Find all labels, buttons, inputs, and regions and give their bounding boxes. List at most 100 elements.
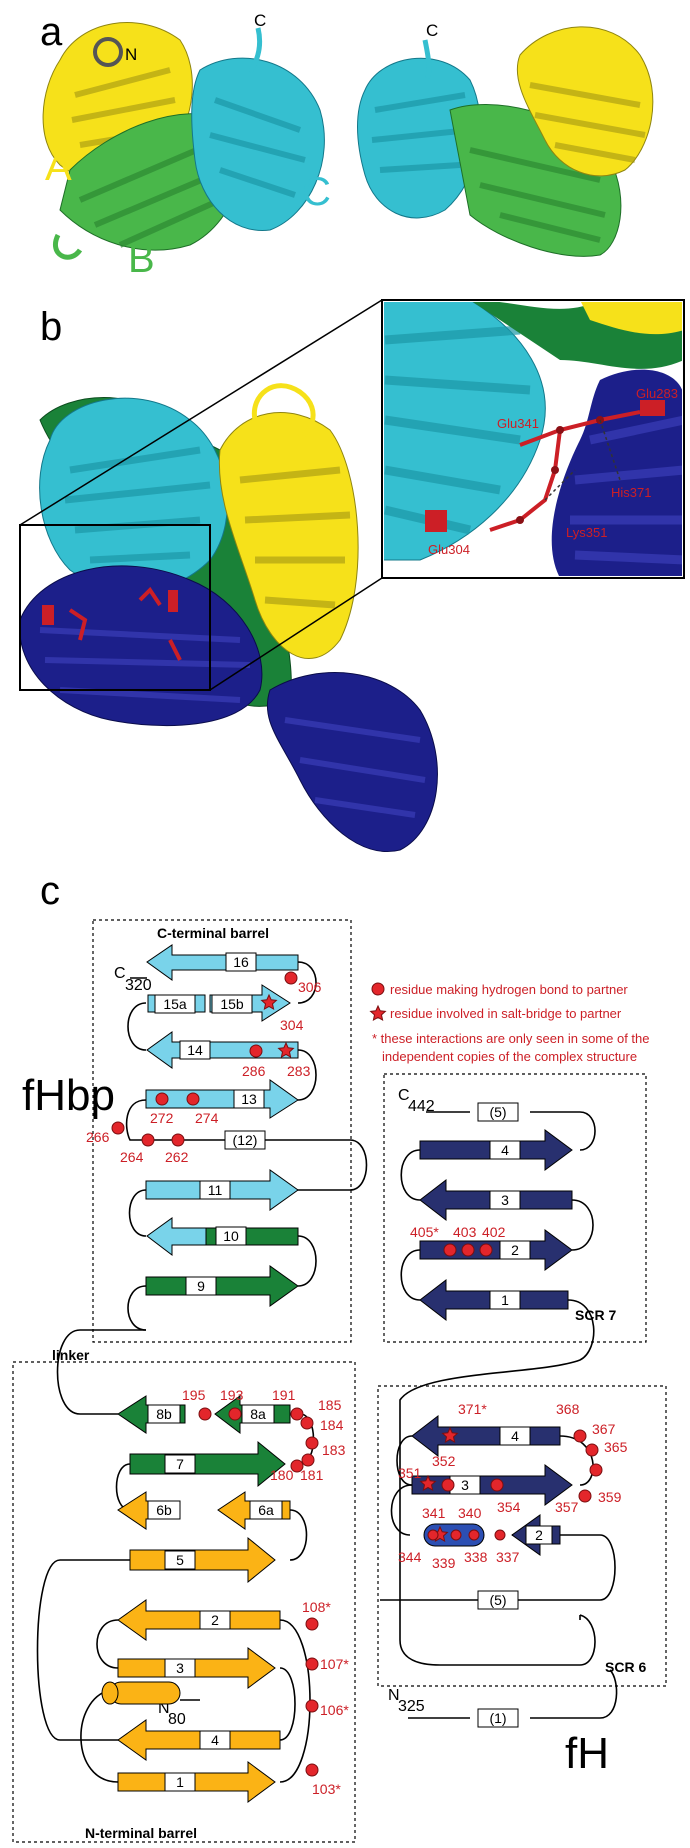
res-403: 403 [453,1224,477,1240]
res-344: 344 [398,1549,422,1565]
scr7-box [383,1073,647,1343]
res-371: 371* [458,1401,487,1417]
domain-a-label: A [45,145,72,189]
panel-a-right-structure: C [357,21,654,257]
res-181: 181 [300,1467,324,1483]
legend-saltbridge-text: residue involved in salt-bridge to partn… [390,1006,622,1021]
fhbp-label: fHbp [22,1071,115,1120]
strand-12: (12) [233,1132,258,1148]
residue-glu283: Glu283 [636,386,678,401]
fhbp-strands [101,944,299,1803]
res-304: 304 [280,1017,304,1033]
strand-16: 16 [233,954,249,970]
res-184: 184 [320,1417,344,1433]
zoom-region-box [19,524,211,691]
strand-5: 5 [176,1552,184,1568]
res-359: 359 [598,1489,622,1505]
panel-a-label: a [40,10,63,54]
res-191: 191 [272,1387,296,1403]
res-107: 107* [320,1656,349,1672]
n-terminus-label: N [125,45,137,64]
c320-label: C [114,965,126,982]
residue-markers [111,971,603,1777]
c-terminal-barrel-box [92,919,352,1343]
res-340: 340 [458,1505,482,1521]
strand-9: 9 [197,1278,205,1294]
fhbp-topology-loops [36,961,368,1783]
strand-1: 1 [176,1774,184,1790]
scr6-strand-3: 3 [461,1477,469,1493]
panel-b-label: b [40,305,62,349]
residue-lys351: Lys351 [566,525,607,540]
c442-label: C [398,1087,410,1104]
panel-a-left-structure: N C A B C [42,11,331,281]
res-286: 286 [242,1063,266,1079]
strand-3: 3 [176,1660,184,1676]
res-367: 367 [592,1421,616,1437]
linker-label: linker [52,1347,90,1363]
c320-sub: 320 [125,977,152,994]
res-357: 357 [555,1499,579,1515]
strand-7: 7 [176,1456,184,1472]
res-106: 106* [320,1702,349,1718]
res-103: 103* [312,1781,341,1797]
residue-glu304: Glu304 [428,542,470,557]
scr6-strand-5: (5) [489,1592,506,1608]
res-180: 180 [270,1467,294,1483]
n80-label: N [158,1700,170,1717]
scr6-box [377,1385,667,1687]
res-193: 193 [220,1387,244,1403]
res-264: 264 [120,1149,144,1165]
res-351: 351 [398,1465,422,1481]
strand-labels: 16 15a 15b 14 13 (12) 11 10 9 8b 8a 7 6b… [147,952,553,1792]
panel-c-label: c [40,869,60,913]
strand-8a: 8a [250,1406,266,1422]
scr7-label: SCR 7 [575,1307,616,1323]
res-195: 195 [182,1387,206,1403]
res-352: 352 [432,1453,456,1469]
strand-2: 2 [211,1612,219,1628]
strand-14: 14 [187,1042,203,1058]
res-368: 368 [556,1401,580,1417]
res-183: 183 [322,1442,346,1458]
fh-label: fH [565,1729,609,1778]
c442-sub: 442 [408,1098,435,1115]
scr6-strand-4: 4 [511,1428,519,1444]
strand-15a: 15a [163,996,187,1012]
res-337: 337 [496,1549,520,1565]
residue-number-labels: 306 304 286 283 272 274 266 264 262 195 … [86,979,628,1797]
strand-6b: 6b [156,1502,172,1518]
strand-10: 10 [223,1228,239,1244]
scr7-strand-5: (5) [489,1104,506,1120]
panel-b-complex-structure [19,383,438,852]
res-341: 341 [422,1505,446,1521]
res-185: 185 [318,1397,342,1413]
res-266: 266 [86,1129,110,1145]
n325-sub: 325 [398,1698,425,1715]
c-terminus-label-right: C [426,21,438,40]
residue-his371: His371 [611,485,651,500]
scr7-strand-4: 4 [501,1142,509,1158]
res-402: 402 [482,1224,506,1240]
n-terminal-barrel-box [12,1361,356,1843]
legend-note-line2: independent copies of the complex struct… [382,1049,637,1064]
scr7-strand-3: 3 [501,1192,509,1208]
strand-6a: 6a [258,1502,274,1518]
n80-sub: 80 [168,1711,186,1728]
strand-15b: 15b [220,996,244,1012]
fh-topology-loops [380,1111,618,1719]
res-274: 274 [195,1110,219,1126]
res-339: 339 [432,1555,456,1571]
res-108: 108* [302,1599,331,1615]
strand-11: 11 [208,1182,223,1198]
res-272: 272 [150,1110,174,1126]
panel-b-inset: Glu341 Glu283 His371 Lys351 Glu304 [381,299,685,579]
scr7-strand-1: 1 [501,1292,509,1308]
scr7-strand-2: 2 [511,1242,519,1258]
scr6-strand-1: (1) [489,1710,506,1726]
res-262: 262 [165,1149,189,1165]
legend-hbond-text: residue making hydrogen bond to partner [390,982,628,997]
residue-glu341: Glu341 [497,416,539,431]
legend-note-line1: * these interactions are only seen in so… [372,1031,650,1046]
